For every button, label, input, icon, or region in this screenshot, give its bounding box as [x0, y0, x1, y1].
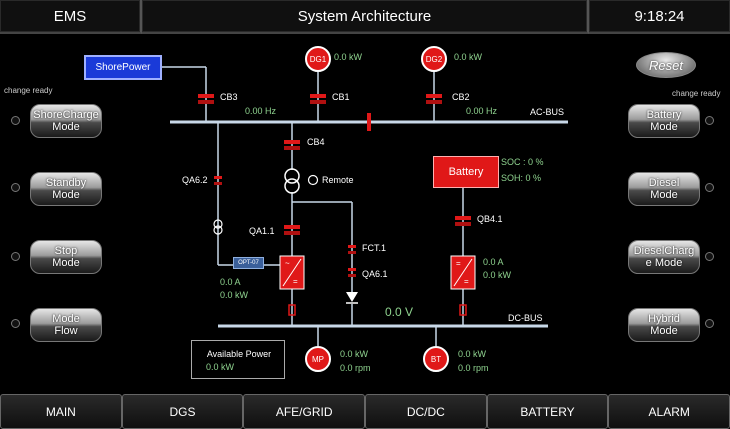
dg2-power: 0.0 kW: [454, 52, 483, 62]
mode-label-line1: Hybrid: [648, 313, 680, 325]
converter-1-power: 0.0 kW: [220, 290, 249, 300]
app-name: EMS: [53, 7, 87, 25]
battery-soc: SOC : 0 %: [501, 157, 544, 167]
mode-label-line2: Mode: [52, 257, 80, 269]
tab-afe-grid[interactable]: AFE/GRID: [243, 394, 366, 429]
bt-power: 0.0 kW: [458, 349, 487, 359]
mp-power: 0.0 kW: [340, 349, 369, 359]
mode-label-line2: e Mode: [645, 257, 683, 269]
reset-button[interactable]: Reset: [636, 52, 696, 78]
clock-bar: 9:18:24: [589, 0, 730, 34]
qb41-label: QB4.1: [477, 214, 503, 224]
ac-bus-label: AC-BUS: [530, 107, 565, 117]
available-power-value: 0.0 kW: [206, 362, 235, 372]
dg1-generator[interactable]: DG1: [305, 46, 331, 72]
clock: 9:18:24: [634, 7, 685, 25]
hybrid-mode-indicator: [705, 319, 714, 328]
battery-mode-indicator: [705, 116, 714, 125]
mp-speed: 0.0 rpm: [340, 363, 371, 373]
cb3-label: CB3: [220, 92, 238, 102]
mp-motor[interactable]: MP: [305, 346, 331, 372]
dg2-generator[interactable]: DG2: [421, 46, 447, 72]
dg1-power: 0.0 kW: [334, 52, 363, 62]
cb4-label: CB4: [307, 137, 325, 147]
qa11-label: QA1.1: [249, 226, 275, 236]
diesel-mode-indicator: [705, 183, 714, 192]
available-power-title: Available Power: [206, 349, 272, 359]
app-name-bar: EMS: [0, 0, 142, 34]
bottom-nav: MAIN DGS AFE/GRID DC/DC BATTERY ALARM: [0, 394, 730, 429]
mode-flow-indicator: [11, 319, 20, 328]
dc-voltage: 0.0 V: [385, 305, 414, 319]
current-sensor-icon: [213, 219, 223, 235]
transformer-icon: [284, 168, 300, 194]
tab-dc-dc[interactable]: DC/DC: [365, 394, 487, 429]
tab-dgs[interactable]: DGS: [121, 394, 244, 429]
converter-2-icon: = =: [450, 255, 476, 290]
qa62-label: QA6.2: [182, 175, 208, 185]
converter-2-current: 0.0 A: [483, 257, 504, 267]
svg-text:=: =: [456, 259, 461, 268]
mode-label-line2: Mode: [52, 121, 80, 133]
tab-alarm[interactable]: ALARM: [608, 394, 730, 429]
ac-frequency-left: 0.00 Hz: [245, 106, 277, 116]
mode-label-line1: Standby: [45, 177, 87, 189]
mode-label-line1: Battery: [646, 109, 682, 121]
remote-label: Remote: [322, 175, 354, 185]
mode-label-line2: Flow: [54, 325, 78, 337]
standby-mode-indicator: [11, 183, 20, 192]
shorecharge-mode-indicator: [11, 116, 20, 125]
converter-1-current: 0.0 A: [220, 277, 241, 287]
cb2-label: CB2: [452, 92, 470, 102]
mode-label-line2: Mode: [650, 325, 678, 337]
stop-mode-indicator: [11, 252, 20, 261]
right-status-label: change ready: [672, 89, 721, 98]
mode-label-line2: Mode: [52, 189, 80, 201]
mode-label-line1: Diesel: [648, 177, 680, 189]
ac-frequency-right: 0.00 Hz: [466, 106, 498, 116]
svg-text:~: ~: [285, 259, 290, 268]
svg-text:=: =: [464, 277, 469, 286]
tab-main[interactable]: MAIN: [0, 394, 122, 429]
dieselcharge-mode-indicator: [705, 252, 714, 261]
opt07-module: OPT-07: [233, 257, 264, 269]
battery-button[interactable]: Battery: [433, 156, 499, 188]
page-title: System Architecture: [297, 7, 432, 25]
bt-speed: 0.0 rpm: [458, 363, 489, 373]
mode-label-line1: Mode: [52, 313, 80, 325]
tab-battery[interactable]: BATTERY: [486, 394, 609, 429]
converter-2-power: 0.0 kW: [483, 270, 512, 280]
svg-text:=: =: [293, 277, 298, 286]
dc-bus-label: DC-BUS: [508, 313, 543, 323]
mode-label-line1: Stop: [54, 245, 78, 257]
mode-label-line2: Mode: [650, 189, 678, 201]
title-bar: System Architecture: [142, 0, 589, 34]
single-line-diagram: ~ = = =: [162, 66, 568, 346]
available-power-panel: Available Power 0.0 kW: [191, 340, 285, 379]
mode-label-line2: Mode: [650, 121, 678, 133]
cb1-label: CB1: [332, 92, 350, 102]
bt-motor[interactable]: BT: [423, 346, 449, 372]
left-status-label: change ready: [4, 86, 53, 95]
mode-label-line1: ShoreCharge: [33, 109, 99, 121]
qa61-label: QA6.1: [362, 269, 388, 279]
battery-soh: SOH: 0 %: [501, 173, 542, 183]
shore-power-button[interactable]: ShorePower: [84, 55, 162, 80]
fct1-label: FCT.1: [362, 243, 387, 253]
diode-icon: [346, 292, 358, 302]
converter-1-icon: ~ =: [279, 255, 305, 290]
mode-label-line1: DieselCharg: [633, 245, 695, 257]
